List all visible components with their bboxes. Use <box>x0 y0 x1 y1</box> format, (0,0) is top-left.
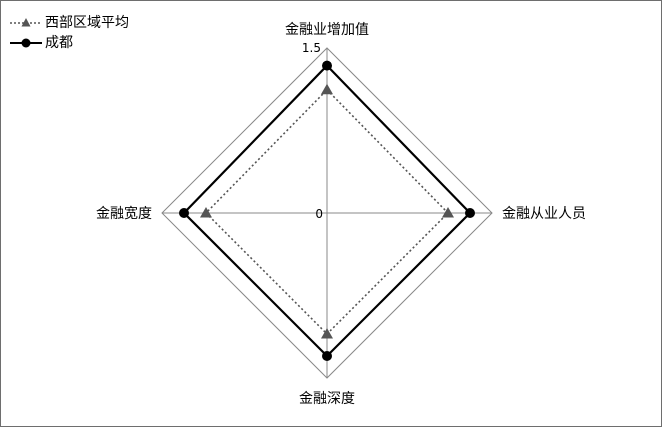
series-1-point-2 <box>322 351 332 361</box>
series-0-point-0 <box>321 83 333 95</box>
tick-label-min: 0 <box>315 207 323 221</box>
legend-item-chengdu: 成都 <box>9 33 129 53</box>
series-0-point-2 <box>321 328 333 339</box>
series-0-point-3 <box>200 207 212 218</box>
legend-label-chengdu: 成都 <box>45 35 73 51</box>
radar-grid <box>161 47 493 379</box>
series-1-point-3 <box>179 208 189 218</box>
legend-swatch-dotted-triangle <box>10 18 42 27</box>
legend: 西部区域平均 成都 <box>9 13 129 53</box>
legend-item-west-average: 西部区域平均 <box>9 13 129 33</box>
series-0-point-1 <box>442 207 454 218</box>
radar-label-layer: 金融业增加值 金融从业人员 金融深度 金融宽度 0 1.5 <box>96 22 586 407</box>
series-1-point-0 <box>322 60 332 71</box>
legend-label-west-average: 西部区域平均 <box>45 15 129 31</box>
axis-label-bottom: 金融深度 <box>299 391 355 407</box>
tick-label-max: 1.5 <box>302 41 321 55</box>
legend-swatch-solid-circle <box>10 38 42 48</box>
axis-label-top: 金融业增加值 <box>285 22 369 38</box>
axis-label-left: 金融宽度 <box>96 205 152 222</box>
axis-label-right: 金融从业人员 <box>502 206 586 222</box>
series-1-point-1 <box>465 208 475 218</box>
radar-series-layer <box>179 60 475 361</box>
